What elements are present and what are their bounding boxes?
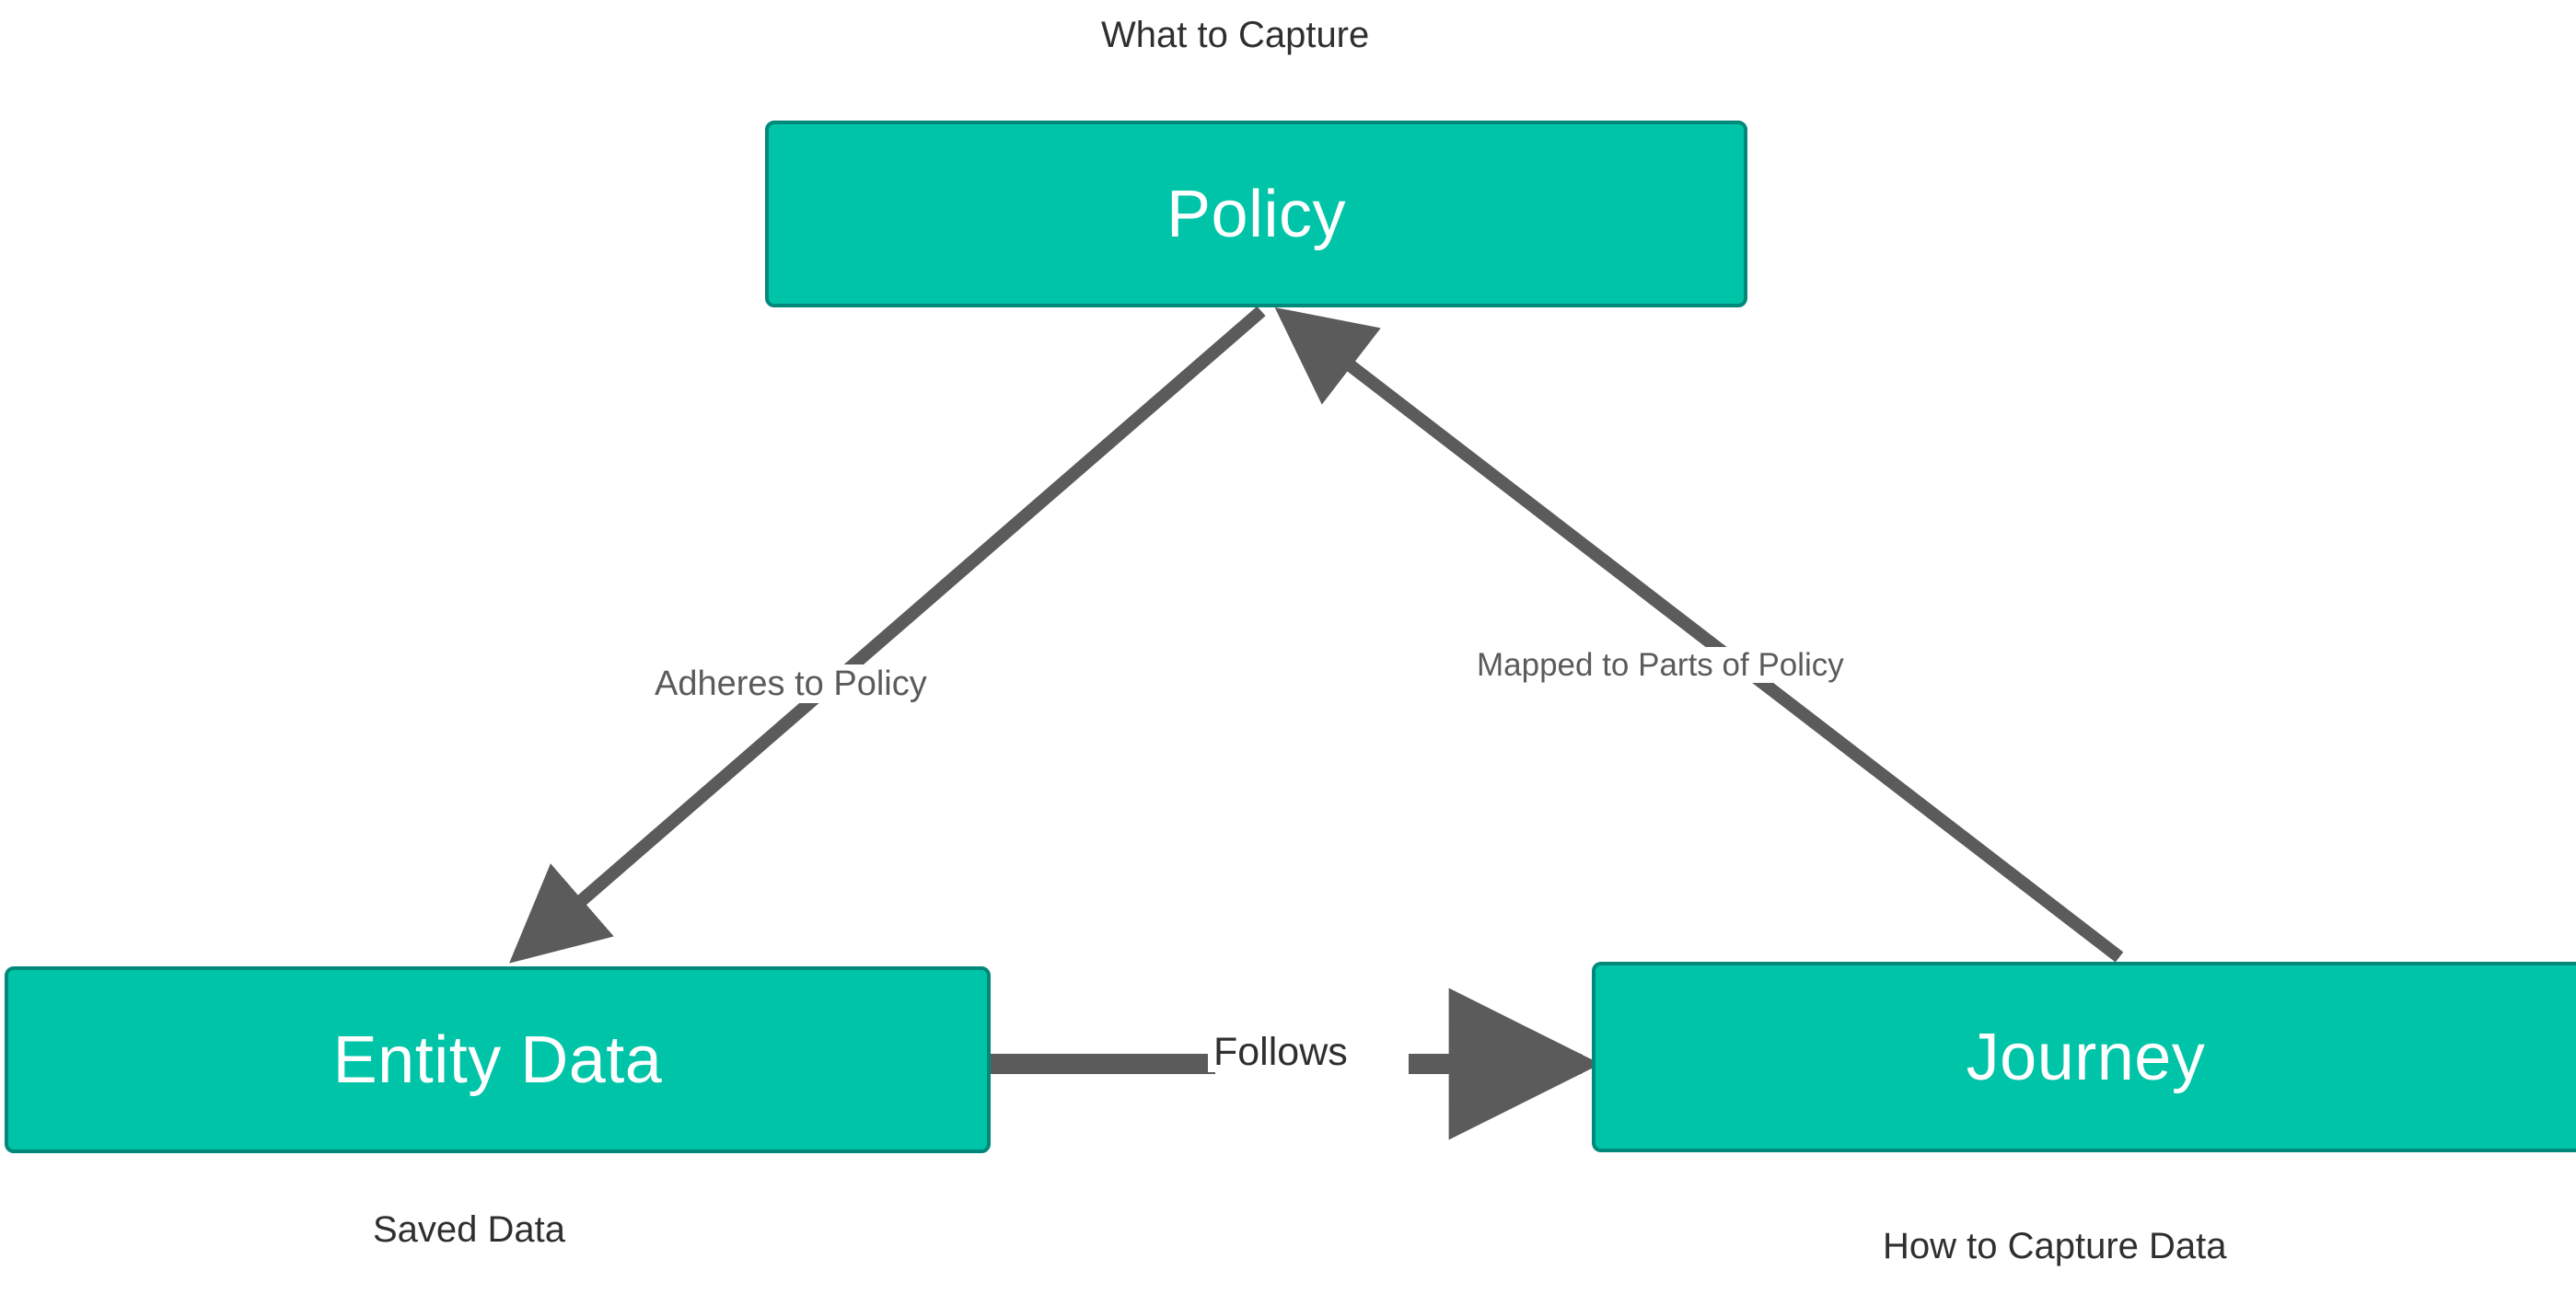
caption-how-to-capture-data: How to Capture Data [1883,1226,2227,1266]
edge-label-adheres-to-policy: Adheres to Policy [649,664,933,703]
node-policy-label: Policy [1166,177,1347,251]
node-journey-label: Journey [1966,1020,2206,1094]
connector-journey-to-policy [1274,306,2124,963]
edge-label-mapped-to-parts-of-policy: Mapped to Parts of Policy [1471,647,1850,683]
node-entity-data[interactable]: Entity Data [5,966,991,1153]
edge-label-follows: Follows [1208,1033,1353,1072]
node-entity-data-label: Entity Data [332,1022,663,1097]
node-journey[interactable]: Journey [1592,962,2576,1152]
caption-saved-data: Saved Data [373,1209,566,1250]
connector-policy-to-entity-data [509,306,1266,964]
caption-what-to-capture: What to Capture [1101,15,1370,55]
node-policy[interactable]: Policy [765,121,1747,307]
